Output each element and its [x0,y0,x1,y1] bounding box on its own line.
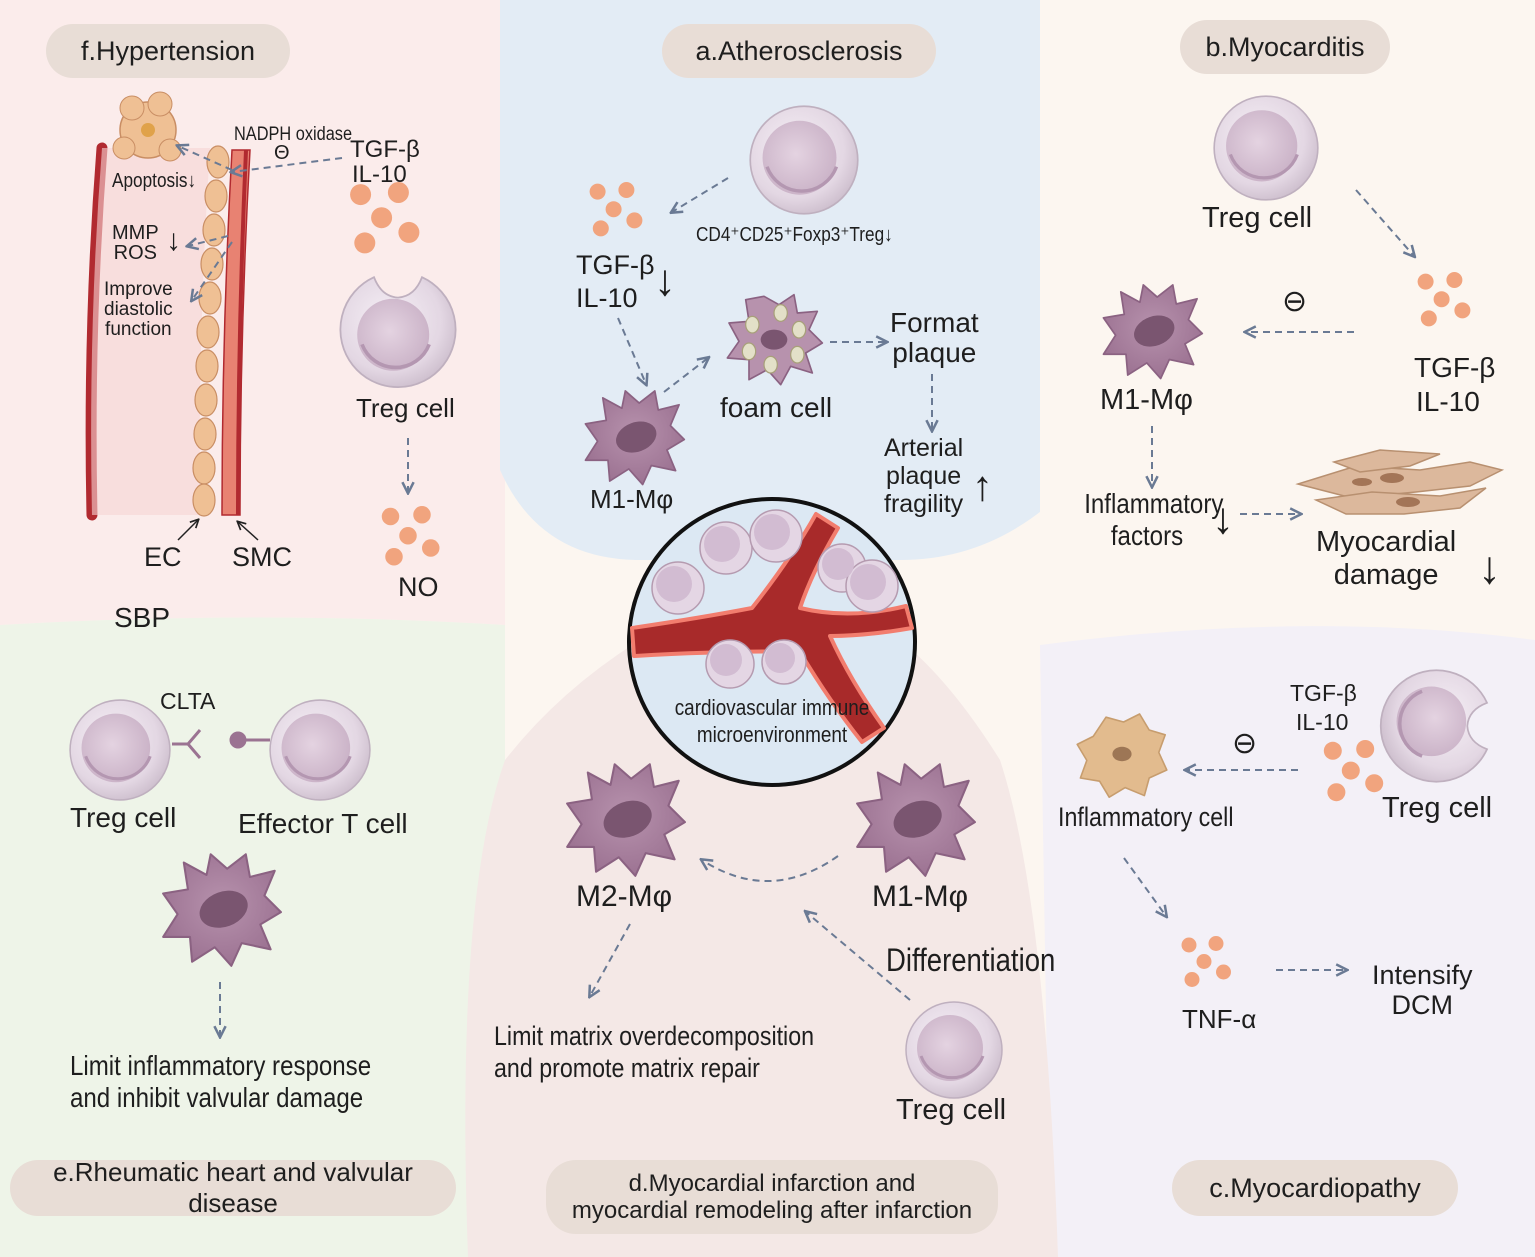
m2-label: M2-Mφ [576,880,673,913]
atherosclerosis-title: a.Atherosclerosis [662,24,936,78]
treg-label-cardiopathy: Treg cell [1382,792,1493,824]
m1-label-myocarditis: M1-Mφ [1100,384,1193,416]
myocardiopathy-title: c.Myocardiopathy [1172,1160,1458,1216]
treg-cell-atherosclerosis [748,104,860,216]
damage-down-arrow: ↓ [1478,541,1501,593]
center-label: cardiovascular immune microenvironment [674,695,870,747]
treg-label-hypertension: Treg cell [356,393,455,423]
myocarditis-title: b.Myocarditis [1180,20,1390,74]
hypertension-title: f.Hypertension [46,24,290,78]
inhibit-symbol-myocarditis: ⊖ [1282,285,1308,318]
atherosclerosis-arrows [617,177,932,430]
infarction-title: d.Myocardial infarction and myocardial r… [546,1160,998,1234]
mmp-ros-down-arrow: ↓ [166,224,181,257]
tnf-alpha-label: TNF-α [1182,1004,1257,1034]
effector-t-cell [268,698,372,802]
il10-athero: IL-10 [576,283,638,313]
valvular-damage-label: Limit inflammatory response and inhibit … [70,1050,372,1113]
treg-label-infarction: Treg cell [896,1094,1007,1126]
immune-microenvironment-circle [627,497,917,787]
treg-cell-rheumatic [68,698,172,802]
ec-label: EC [144,542,182,572]
differentiation-label: Differentiation [886,942,1056,978]
inflammatory-cell-label: Inflammatory cell [1058,802,1234,832]
clta-receptor-ligand [172,729,270,759]
clta-label: CLTA [160,688,216,714]
apoptosis-label: Apoptosis↓ [112,170,197,192]
tgf-beta-cardiopathy: TGF-β [1290,680,1357,706]
hypertension-arrows [178,146,408,492]
foam-cell-label: foam cell [720,392,833,423]
il10-cardiopathy: IL-10 [1296,709,1349,735]
tgf-beta-athero: TGF-β [576,250,655,280]
arterial-plaque-label: Arterial plaque fragility [884,434,964,518]
il10-hypertension: IL-10 [352,161,407,188]
cd4-treg-label: CD4⁺CD25⁺Foxp3⁺Treg↓ [696,224,893,246]
inflammatory-factors-label: Inflammatory factors [1084,488,1224,551]
m1-label-infarction: M1-Mφ [872,880,969,913]
cytokine-down-arrow-athero: ↓ [654,256,676,305]
myocardial-damage-label: Myocardial damage [1316,526,1457,591]
inhibit-symbol-hypertension: Θ [274,142,290,164]
m1-label-athero: M1-Mφ [590,484,674,514]
no-label: NO [398,572,439,602]
treg-cell-infarction [904,1000,1004,1100]
sbp-label: SBP [114,602,171,633]
il10-myocarditis: IL-10 [1416,386,1480,417]
inflammatory-down-arrow: ↓ [1212,494,1234,543]
fragility-up-arrow: ↑ [972,462,993,509]
rheumatic-title: e.Rheumatic heart and valvular disease [10,1157,456,1218]
ec-smc-pointers [177,520,259,541]
tgf-beta-myocarditis: TGF-β [1414,352,1496,383]
infarction-arrows [590,855,911,1001]
intensify-dcm-label: Intensify DCM [1372,960,1473,1020]
treg-cell-myocarditis [1212,94,1320,202]
mmp-ros-label: MMP ROS [112,222,159,264]
nadph-oxidase-label: NADPH oxidase [234,124,353,145]
blood-vessel-wall [85,142,251,521]
treg-label-myocarditis: Treg cell [1202,202,1313,234]
improve-diastolic-label: Improve diastolic function [104,279,173,340]
apoptotic-cell [112,91,182,162]
myocardial-cells [1295,449,1505,515]
smc-label: SMC [232,542,292,572]
treg-label-rheumatic: Treg cell [70,802,177,833]
tgf-beta-hypertension: TGF-β [350,136,420,163]
matrix-repair-label: Limit matrix overdecomposition and promo… [494,1021,815,1083]
endothelial-cells [192,145,230,517]
format-plaque-label: Format plaque [890,307,979,368]
myocarditis-arrows [1152,189,1414,514]
inhibit-symbol-cardiopathy: ⊖ [1232,727,1258,760]
effector-t-cell-label: Effector T cell [238,808,408,839]
myocardiopathy-panel [1040,626,1535,1257]
myocardiopathy-arrows [1123,770,1346,970]
